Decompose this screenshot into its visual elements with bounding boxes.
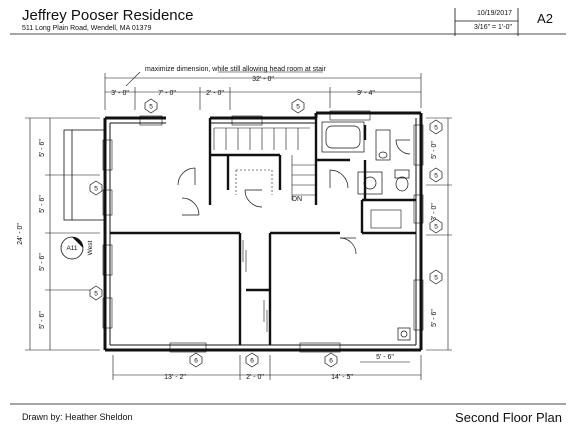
- dimension-lines: [25, 73, 452, 380]
- bottom-dimension-3: 14' - 5": [331, 374, 353, 381]
- window-tag-5: 5: [434, 125, 438, 132]
- left-dimension-3: 5' - 6": [39, 253, 46, 271]
- window-tag-4: 5: [94, 291, 98, 298]
- window-tag-11: 6: [329, 358, 333, 365]
- elevation-marker-id: A11: [66, 245, 77, 252]
- left-dimension-2: 5' - 6": [39, 195, 46, 213]
- overall-depth-dimension: 24' - 0": [17, 223, 24, 245]
- window-tag-7: 5: [434, 224, 438, 231]
- right-dimension-2: 3' - 0": [431, 203, 438, 221]
- bathroom-fixtures: [321, 121, 411, 341]
- project-address: 511 Long Plain Road, Wendell, MA 01379: [22, 25, 152, 32]
- sheet-number: A2: [537, 11, 553, 26]
- exterior-wall-inner-faces: [109, 118, 417, 346]
- windows: [102, 110, 424, 353]
- window-tag-10: 6: [250, 358, 254, 365]
- overall-width-dimension: 32' - 0": [252, 76, 274, 83]
- left-dimension-1: 5' - 6": [39, 139, 46, 157]
- title-block-lines: [10, 8, 566, 405]
- window-tags: [89, 98, 443, 368]
- window-tag-2: 5: [296, 104, 300, 111]
- top-dimension-1: 3' - 0": [111, 90, 129, 97]
- bottom-dimension-4: 5' - 6": [376, 354, 394, 361]
- window-tag-3: 5: [94, 186, 98, 193]
- title-block: Jeffrey Pooser Residence 511 Long Plain …: [0, 0, 576, 40]
- top-dimension-3: 2' - 0": [206, 90, 224, 97]
- plan-title: Second Floor Plan: [455, 410, 562, 425]
- top-dimension-4: 9' - 4": [357, 90, 375, 97]
- stair: [213, 127, 316, 200]
- top-dimension-2: 7' - 0": [158, 90, 176, 97]
- leader-line: [125, 71, 323, 87]
- doors: [177, 139, 411, 255]
- stair-down-label: DN: [292, 196, 302, 203]
- drawing-scale: 3/16" = 1'-0": [473, 24, 512, 31]
- project-title: Jeffrey Pooser Residence: [22, 7, 194, 24]
- bottom-dimension-2: 2' - 0": [246, 374, 264, 381]
- stair-headroom-note: maximize dimension, while still allowing…: [145, 66, 327, 73]
- drawing-date: 10/19/2017: [476, 10, 512, 17]
- left-dimension-4: 5' - 6": [39, 311, 46, 329]
- closets: [242, 209, 402, 332]
- window-tag-6: 5: [434, 173, 438, 180]
- window-tag-8: 5: [434, 275, 438, 282]
- window-tag-9: 6: [194, 358, 198, 365]
- bottom-dimension-1: 13' - 2": [164, 374, 186, 381]
- interior-walls: [110, 118, 416, 345]
- window-tag-1: 5: [149, 104, 153, 111]
- exterior-walls: [103, 111, 423, 352]
- right-dimension-3: 5' - 6": [431, 309, 438, 327]
- drawn-by: Drawn by: Heather Sheldon: [22, 412, 133, 422]
- elevation-marker: [60, 236, 84, 260]
- right-dimension-1: 5' - 0": [431, 141, 438, 159]
- elevation-marker-direction: West: [87, 240, 94, 255]
